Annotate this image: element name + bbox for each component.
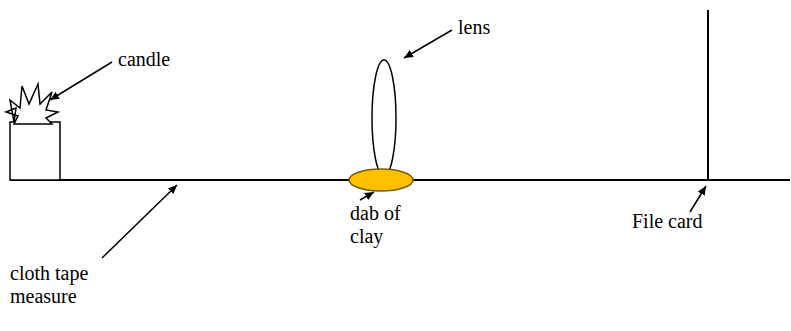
leader-line xyxy=(360,192,374,200)
part-label: lens xyxy=(458,16,490,39)
part-label: candle xyxy=(118,48,170,71)
part-label: File card xyxy=(632,210,703,233)
leader-line xyxy=(690,186,706,212)
leader-line xyxy=(404,30,452,58)
candle-flame xyxy=(6,84,58,124)
leader-line xyxy=(50,62,112,100)
candle-body xyxy=(10,122,60,180)
clay-dab xyxy=(349,169,413,191)
file-card xyxy=(707,10,709,180)
part-label: dab of clay xyxy=(350,202,416,248)
lens xyxy=(372,60,396,176)
part-label: cloth tape measure xyxy=(10,262,120,308)
leader-line xyxy=(102,185,177,258)
